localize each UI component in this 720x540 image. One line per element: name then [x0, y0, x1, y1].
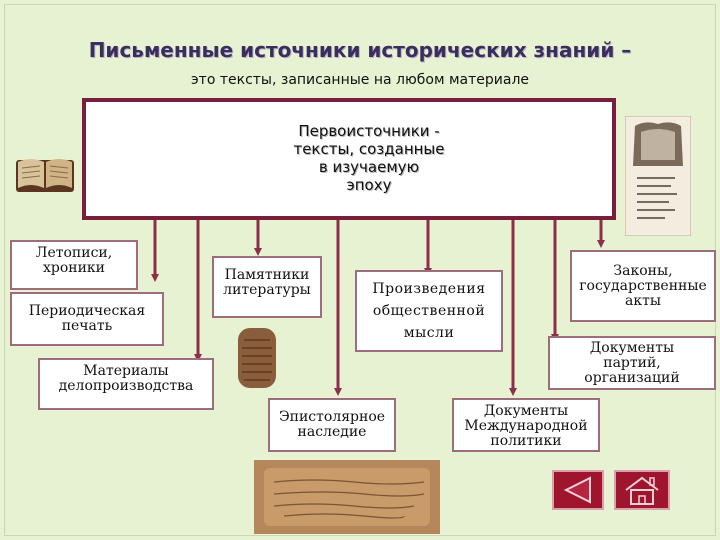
- social-thought-label: Произведения общественной мысли: [372, 281, 486, 341]
- laws-box: Законы, государственные акты: [570, 250, 716, 322]
- party-docs-label: Документы партий, организаций: [584, 339, 680, 386]
- intl-docs-box: Документы Международной политики: [452, 398, 600, 452]
- chronicles-box: Летописи, хроники: [10, 240, 138, 290]
- primary-sources-box: Первоисточники - тексты, созданные в изу…: [82, 98, 616, 220]
- epistolary-box: Эпистолярное наследие: [268, 398, 396, 452]
- back-button[interactable]: [552, 470, 604, 510]
- records-box: Материалы делопроизводства: [38, 358, 214, 410]
- periodicals-box: Периодическая печать: [10, 292, 164, 346]
- literature-box: Памятники литературы: [212, 256, 322, 318]
- manuscript-image: [624, 115, 692, 237]
- slide-subtitle: это тексты, записанные на любом материал…: [190, 72, 530, 88]
- home-button[interactable]: [614, 470, 670, 510]
- primary-sources-text: Первоисточники - тексты, созданные в изу…: [293, 122, 445, 194]
- chronicles-label: Летописи, хроники: [35, 245, 113, 276]
- slide-title: Письменные источники исторических знаний…: [88, 38, 632, 62]
- triangle-left-icon: [563, 476, 591, 504]
- house-icon: [625, 476, 659, 505]
- intl-docs-label: Документы Международной политики: [464, 403, 588, 449]
- literature-label: Памятники литературы: [223, 267, 311, 298]
- social-thought-box: Произведения общественной мысли: [355, 270, 503, 352]
- party-docs-box: Документы партий, организаций: [548, 336, 716, 390]
- birch-bark-image: [254, 460, 440, 534]
- laws-label: Законы, государственные акты: [579, 262, 707, 309]
- clay-tablet-image: [236, 326, 278, 390]
- epistolary-label: Эпистолярное наследие: [278, 409, 386, 440]
- records-label: Материалы делопроизводства: [58, 363, 194, 394]
- periodicals-label: Периодическая печать: [28, 303, 146, 334]
- book-image: [14, 152, 76, 194]
